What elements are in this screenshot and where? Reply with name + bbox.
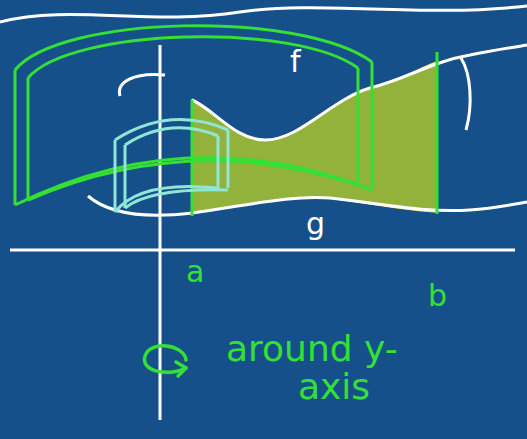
bound-label: b (428, 280, 447, 312)
x-axis (10, 249, 515, 252)
end-arc (461, 58, 470, 130)
bound-label: a (186, 256, 204, 288)
shaded-region (192, 62, 437, 213)
inner-shell (115, 120, 228, 212)
curve-label: f (290, 46, 301, 78)
rotation-note: around y-axis (226, 330, 448, 406)
edge-curve (0, 6, 527, 22)
curve-label: g (306, 208, 325, 240)
bound-line (436, 52, 439, 214)
rotation-arrow (144, 346, 186, 376)
y-axis (159, 45, 162, 420)
mirror-arc (119, 74, 165, 96)
outer-shell (15, 26, 372, 205)
